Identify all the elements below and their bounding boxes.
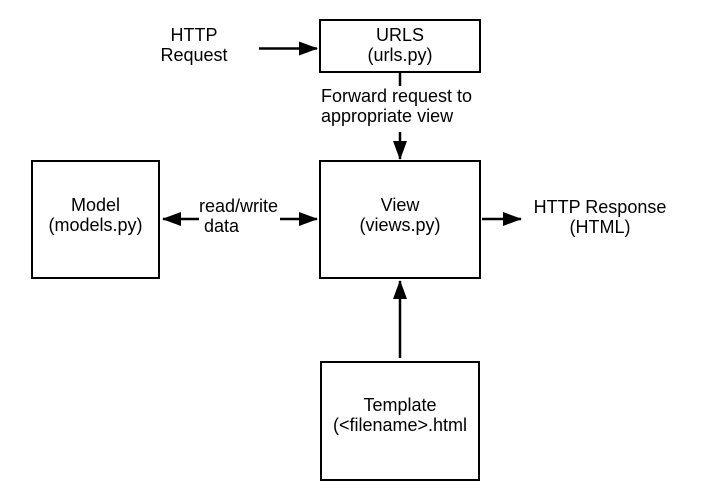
http-request-line1: HTTP (170, 25, 218, 45)
template-box-file: (<filename>.html (332, 415, 468, 435)
http-response-line1: HTTP Response (533, 197, 667, 217)
forward-request-label: Forward request to appropriate view (321, 86, 473, 132)
http-response-label: HTTP Response (HTML) (519, 197, 681, 237)
template-box: Template (<filename>.html (320, 361, 480, 481)
model-box: Model (models.py) (31, 160, 160, 279)
http-request-label: HTTP Request (114, 25, 274, 65)
http-request-line2: Request (160, 45, 228, 65)
urls-box: URLS (urls.py) (319, 19, 481, 73)
http-response-line2: (HTML) (569, 217, 631, 237)
view-box-file: (views.py) (359, 214, 441, 235)
model-box-name: Model (70, 194, 121, 215)
forward-request-line1: Forward request to (321, 86, 473, 106)
forward-request-line2: appropriate view (321, 106, 454, 126)
model-box-file: (models.py) (48, 214, 143, 235)
view-box-name: View (380, 194, 420, 215)
view-box: View (views.py) (319, 160, 481, 279)
template-box-name: Template (363, 395, 437, 415)
read-write-label: read/write data (199, 196, 281, 238)
read-write-line1: read/write (199, 196, 279, 216)
urls-box-file: (urls.py) (367, 45, 433, 65)
read-write-line2: data (204, 216, 240, 236)
urls-box-name: URLS (375, 25, 424, 45)
